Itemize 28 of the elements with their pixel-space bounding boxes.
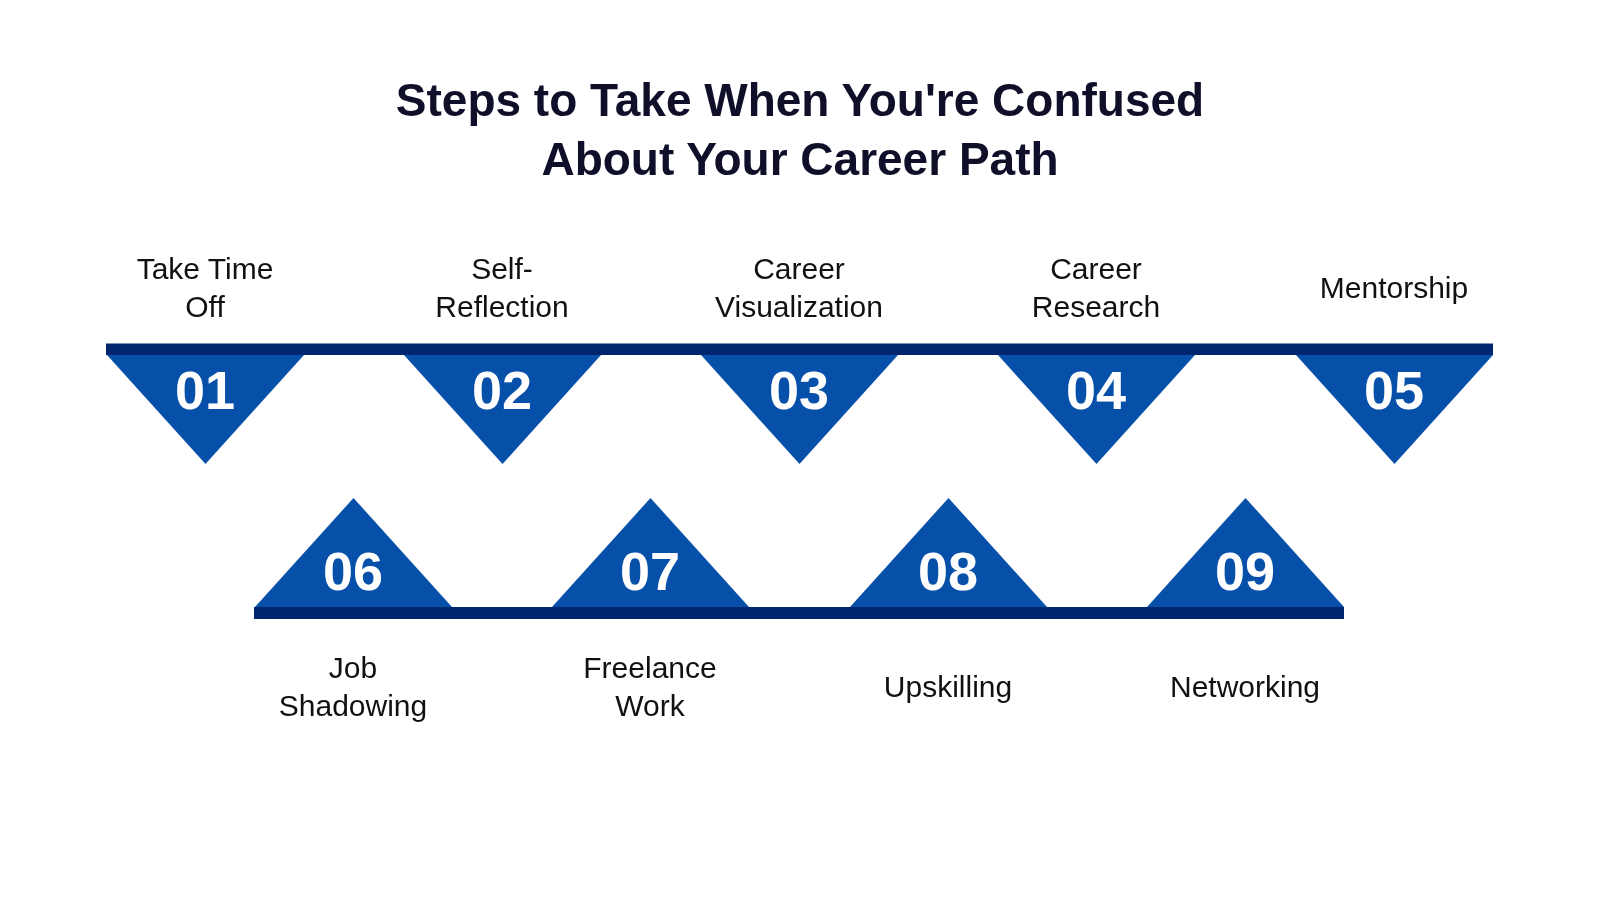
step-label: Upskilling bbox=[883, 670, 1013, 703]
step-number: 04 bbox=[1065, 362, 1127, 418]
step-triangle bbox=[551, 498, 749, 607]
step-number: 08 bbox=[917, 543, 979, 599]
step-triangle bbox=[1146, 498, 1344, 607]
step-triangle bbox=[106, 355, 304, 464]
step-triangle bbox=[254, 498, 452, 607]
step-triangle bbox=[403, 355, 601, 464]
step-label: Take Time Off bbox=[136, 252, 274, 323]
step-label: Career Research bbox=[1031, 252, 1161, 323]
step-number: 09 bbox=[1214, 543, 1276, 599]
step-label: Career Visualization bbox=[715, 252, 883, 323]
step-triangle bbox=[849, 498, 1047, 607]
step-label: Networking bbox=[1169, 670, 1321, 703]
title: Steps to Take When You're Confused About Your Career Path bbox=[395, 74, 1205, 185]
step-number: 03 bbox=[768, 362, 830, 418]
step-number: 07 bbox=[619, 543, 681, 599]
step-label: Freelance Work bbox=[583, 651, 717, 722]
step-label: Job Shadowing bbox=[278, 651, 428, 722]
step-number: 05 bbox=[1363, 362, 1425, 418]
step-label: Self-Reflection bbox=[435, 252, 569, 323]
step-number: 02 bbox=[471, 362, 533, 418]
step-triangle bbox=[997, 355, 1195, 464]
step-number: 06 bbox=[322, 543, 384, 599]
step-triangle bbox=[700, 355, 898, 464]
step-triangle bbox=[1295, 355, 1493, 464]
step-number: 01 bbox=[174, 362, 236, 418]
step-label: Mentorship bbox=[1319, 271, 1469, 304]
